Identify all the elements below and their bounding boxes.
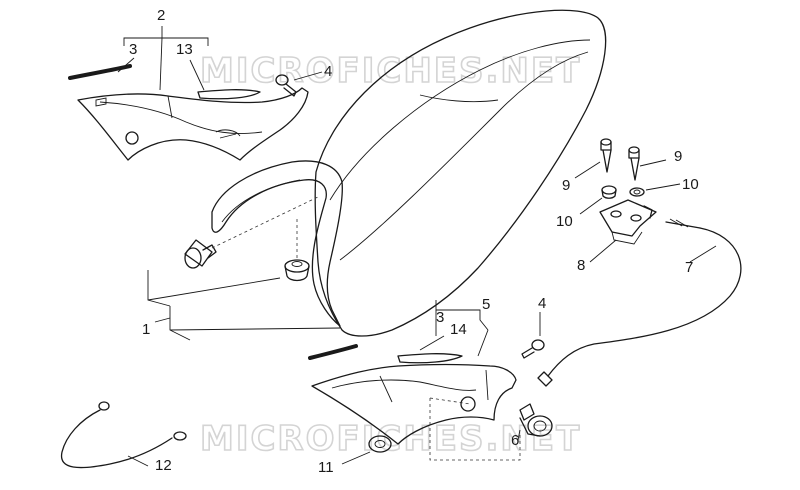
- lock-nut: [368, 435, 392, 453]
- callout-5: 5: [482, 296, 490, 313]
- side-panel-lower: [311, 363, 517, 445]
- lock-cylinder: [519, 403, 553, 437]
- rubber-strip-upper: [68, 64, 132, 80]
- callout-2: 2: [157, 7, 165, 24]
- seat-mount-bolt: [184, 239, 217, 269]
- callout-10: 10: [556, 213, 573, 230]
- callout-4: 4: [324, 63, 332, 80]
- lock-plate: [599, 199, 657, 245]
- callout-7: 7: [685, 259, 693, 276]
- watermark-top: MICROFICHES.NET: [200, 51, 581, 91]
- callout-4: 4: [538, 295, 546, 312]
- side-panel-upper: [77, 87, 309, 161]
- callout-9: 9: [674, 148, 682, 165]
- rubber-strip-lower: [308, 344, 358, 360]
- callout-11: 11: [318, 459, 334, 476]
- screw-lower: [521, 339, 545, 359]
- callout-10: 10: [682, 176, 699, 193]
- callout-1: 1: [142, 321, 150, 338]
- washer-left: [601, 185, 617, 199]
- callout-6: 6: [511, 432, 519, 449]
- bolt-left: [600, 138, 612, 173]
- rubber-bumper: [284, 259, 310, 282]
- watermark-bottom: MICROFICHES.NET: [200, 419, 581, 459]
- seat-grab-handle: [211, 160, 343, 327]
- trim-strip-lower: [397, 353, 463, 364]
- callout-3: 3: [129, 41, 137, 58]
- seat: [314, 9, 607, 337]
- washer-right: [629, 187, 645, 197]
- callout-3: 3: [436, 309, 444, 326]
- seat-release-cable: [537, 218, 742, 387]
- callout-8: 8: [577, 257, 585, 274]
- callout-14: 14: [450, 321, 467, 338]
- bolt-right: [628, 146, 640, 181]
- tether-cable: [60, 401, 187, 469]
- callout-9: 9: [562, 177, 570, 194]
- callout-13: 13: [176, 41, 193, 58]
- callout-12: 12: [155, 457, 172, 474]
- trim-strip-upper: [197, 89, 261, 100]
- screw-upper: [275, 74, 297, 97]
